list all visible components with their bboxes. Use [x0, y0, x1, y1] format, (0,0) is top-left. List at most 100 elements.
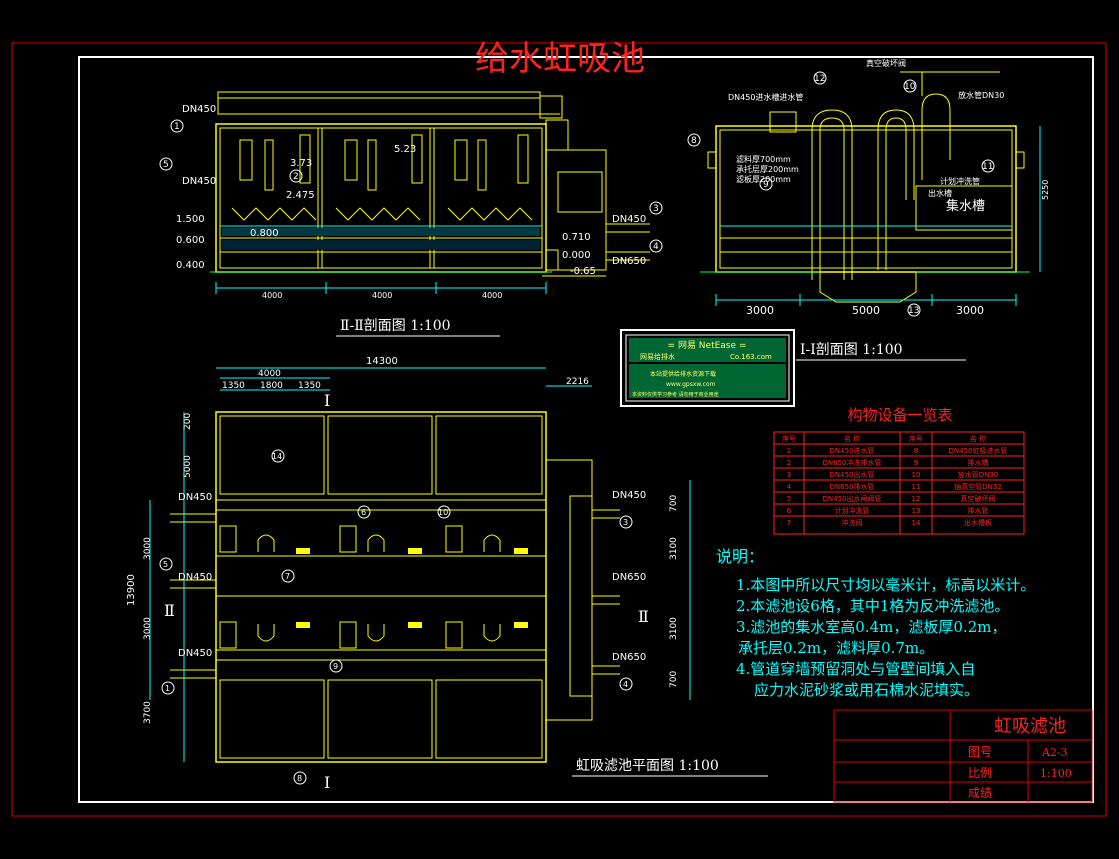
- plan-section-mark-top: I: [324, 391, 330, 410]
- plan-left-c: 3000: [143, 537, 153, 560]
- plan-total-height: 13900: [126, 574, 137, 606]
- note-1: 1.本图中所以尺寸均以毫米计，标高以米计。: [736, 576, 1035, 594]
- s1-tank: 集水槽: [946, 198, 985, 214]
- section-2-filter-media: [222, 228, 540, 250]
- s1-callout-8: 8: [691, 136, 697, 146]
- plan-right-d: 700: [669, 671, 679, 688]
- section-1-dimensions: [715, 126, 1041, 306]
- s2-elev-3: 2.475: [286, 190, 315, 201]
- equipment-table-header: 序号: [909, 434, 923, 443]
- s2-callout-5: 5: [163, 160, 169, 170]
- s2-callout-4: 4: [653, 242, 659, 252]
- outer-border: [11, 42, 1107, 817]
- plan-dim-1: 1350: [222, 381, 245, 391]
- s1-callout-12: 12: [814, 74, 825, 84]
- plan-dim-3: 1350: [298, 381, 321, 391]
- stamp-line-3: Co.163.com: [730, 353, 772, 361]
- section-2-caption: Ⅱ-Ⅱ剖面图 1:100: [340, 318, 451, 334]
- equipment-table-cell: DN450出水管: [830, 470, 875, 479]
- section-1-labels: DN450进水槽进水管 真空破坏阀 放水管DN30 滤料厚700mm 承托层厚2…: [728, 58, 1050, 317]
- note-3: 3.滤池的集水室高0.4m，滤板厚0.2m，: [736, 618, 1006, 636]
- plan-pipe-l1: DN450: [178, 492, 212, 503]
- plan-callout-14: 14: [272, 452, 282, 461]
- s2-pipe-top-left: DN450: [182, 104, 216, 115]
- s2-elev-5: 0.600: [176, 235, 205, 246]
- equipment-table-cell: 5: [787, 495, 791, 503]
- equipment-table-cell: DN650冲洗排水管: [823, 458, 882, 467]
- equipment-table-cell: 4: [787, 483, 792, 491]
- section-2-callouts: 1 2 5 3 4: [159, 119, 663, 253]
- title-block-text: 虹吸滤池 图号 A2-3 比例 1:100 成绩: [968, 716, 1072, 800]
- equipment-table-cell: 8: [914, 447, 918, 455]
- equipment-table-cell: 13: [912, 507, 921, 515]
- title-block-drawing-no-label: 图号: [968, 745, 992, 759]
- section-1-drawing: [700, 71, 1030, 303]
- equipment-table-cell: 14: [912, 519, 921, 527]
- title-block-name: 虹吸滤池: [994, 716, 1066, 737]
- s1-layer-2: 承托层厚200mm: [736, 164, 799, 174]
- note-2: 2.本滤池设6格，其中1格为反冲洗滤池。: [736, 597, 1009, 615]
- section-1-callouts: 8 12 10 11 9 13: [687, 71, 995, 317]
- s2-elev-10: -0.65: [570, 266, 596, 277]
- s1-vacuum-valve: 真空破坏阀: [866, 58, 906, 68]
- stamp-line-2: 网易给排水: [640, 352, 675, 361]
- equipment-table-cell: 7: [787, 519, 791, 527]
- note-4-cont: 应力水泥砂浆或用石棉水泥填实。: [754, 681, 979, 699]
- s1-layer-1: 滤料厚700mm: [736, 154, 791, 164]
- plan-callout-1: 1: [165, 684, 170, 693]
- equipment-table-title: 构物设备一览表: [847, 406, 952, 424]
- s1-siphon: 计划冲洗管: [940, 176, 980, 186]
- equipment-table-cell: 3: [787, 471, 791, 479]
- s2-span-2: 4000: [372, 291, 392, 300]
- s2-elev-1: 3.73: [290, 158, 312, 169]
- title-block: [833, 709, 1093, 803]
- plan-callout-6: 6: [361, 508, 366, 517]
- plan-callout-3: 3: [623, 518, 628, 527]
- s2-elev-2: 5.23: [394, 144, 416, 155]
- plan-pipe-l2: DN450: [178, 572, 212, 583]
- equipment-table-cell: 9: [914, 459, 918, 467]
- s2-pipe-right-a: DN450: [612, 214, 646, 225]
- s2-pipe-mid-left: DN450: [182, 176, 216, 187]
- s1-outlet: 出水槽: [928, 188, 952, 198]
- plan-pipe-r2: DN650: [612, 572, 646, 583]
- equipment-table-cell: 6: [787, 507, 792, 515]
- main-title: 给水虹吸池: [475, 39, 645, 79]
- note-3-cont: 承托层0.2m，滤料厚0.7m。: [738, 639, 934, 657]
- equipment-table-cell: 出水槽板: [964, 518, 992, 527]
- s1-span-3: 3000: [956, 304, 984, 317]
- title-block-drawing-no: A2-3: [1041, 746, 1068, 759]
- s2-elev-9: 0.000: [562, 250, 591, 261]
- equipment-table: [773, 431, 1025, 535]
- equipment-table-cell: 12: [912, 495, 921, 503]
- plan-left-e: 3700: [143, 701, 153, 724]
- equipment-table-cell: 放水管DN30: [958, 470, 999, 479]
- stamp-line-6: 本资料仅供学习参考 请勿用于商业用途: [632, 391, 719, 398]
- equipment-table-cell: 1: [787, 447, 791, 455]
- equipment-table-header: 名 称: [844, 434, 860, 443]
- section-1-caption: Ⅰ-Ⅰ剖面图 1:100: [800, 342, 903, 358]
- plan-caption: 虹吸滤池平面图 1:100: [576, 758, 719, 774]
- equipment-table-cell: 排水管: [968, 506, 989, 515]
- plan-dim-2: 1800: [260, 381, 283, 391]
- plan-drawing: [170, 411, 620, 763]
- plan-labels: 14300 4000 1350 1800 1350 2216 13900 200…: [126, 356, 679, 792]
- note-4: 4.管道穿墙预留洞处与管壁间填入自: [736, 660, 975, 678]
- notes-list: 1.本图中所以尺寸均以毫米计，标高以米计。 2.本滤池设6格，其中1格为反冲洗滤…: [736, 576, 1035, 699]
- s1-span-2: 5000: [852, 304, 880, 317]
- s1-span-1: 3000: [746, 304, 774, 317]
- s1-drain: 放水管DN30: [958, 90, 1004, 100]
- plan-callout-8: 8: [297, 774, 302, 783]
- plan-callout-7: 7: [285, 572, 290, 581]
- plan-right-b: 3100: [669, 537, 679, 560]
- s2-callout-2: 2: [293, 172, 299, 182]
- plan-pipe-r3: DN650: [612, 652, 646, 663]
- equipment-table-cell: 10: [912, 471, 921, 479]
- plan-section-mark-bottom: I: [324, 773, 330, 792]
- equipment-table-cell: DN450进水管: [830, 446, 875, 455]
- plan-right-c: 3100: [669, 617, 679, 640]
- equipment-table-cell: 排水槽: [968, 458, 989, 467]
- s1-callout-11: 11: [982, 162, 993, 172]
